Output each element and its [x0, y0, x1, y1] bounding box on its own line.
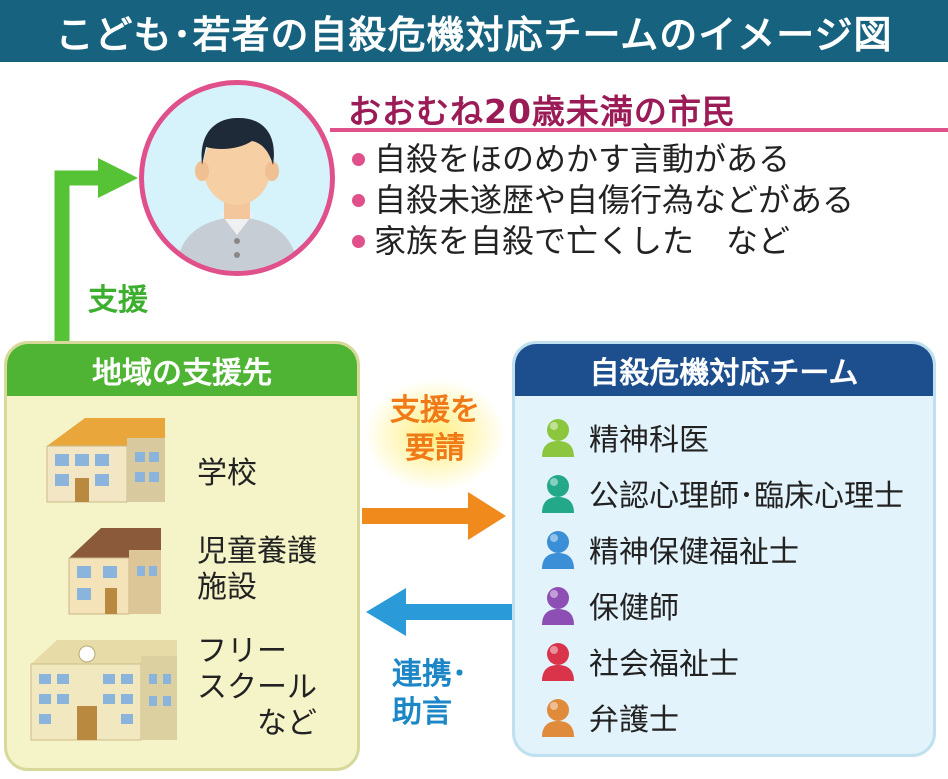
crisis-team-box: 自殺危機対応チーム 精神科医公認心理師･臨床心理士精神保健福祉士保健師社会福祉士…: [512, 341, 936, 757]
team-member-label: 保健師: [589, 591, 679, 626]
bullet-icon: [352, 153, 365, 166]
support-label: 支援: [88, 283, 148, 318]
request-support-label: 支援を 要請: [390, 393, 480, 466]
place-label-care-facility: 児童養護 施設: [197, 534, 317, 605]
team-member-label: 精神科医: [589, 423, 709, 458]
team-member: 社会福祉士: [539, 638, 739, 684]
team-member-label: 公認心理師･臨床心理士: [589, 479, 904, 514]
target-underline: [330, 128, 948, 132]
free-school-icon: [30, 640, 177, 741]
team-member: 精神保健福祉士: [539, 526, 799, 572]
person-icon: [542, 531, 574, 569]
school-building-icon: [46, 418, 165, 503]
person-icon: [542, 643, 574, 681]
target-criteria-list: 自殺をほのめかす言動がある 自殺未遂歴や自傷行為などがある 家族を自殺で亡くした…: [352, 139, 948, 262]
diagram-title: こども･若者の自殺危機対応チームのイメージ図: [0, 0, 948, 62]
coordination-label: 連携･ 助言: [392, 657, 467, 730]
bullet-icon: [352, 194, 365, 207]
team-member: 保健師: [539, 582, 679, 628]
target-heading: おおむね20歳未満の市民: [348, 92, 736, 131]
list-item: 家族を自殺で亡くした など: [352, 221, 948, 262]
place-label-school: 学校: [197, 456, 257, 491]
list-item: 自殺未遂歴や自傷行為などがある: [352, 180, 948, 221]
team-member: 公認心理師･臨床心理士: [539, 470, 904, 516]
care-facility-icon: [68, 528, 161, 615]
local-support-box: 地域の支援先 学校 児童養護 施設: [4, 341, 360, 771]
coordination-arrow-left: [366, 588, 512, 636]
person-icon: [542, 587, 574, 625]
team-member: 弁護士: [539, 694, 679, 740]
team-member-label: 社会福祉士: [589, 647, 739, 682]
person-icon: [542, 419, 574, 457]
place-label-free-school: フリー スクール など: [197, 634, 317, 741]
bullet-icon: [352, 235, 365, 248]
list-item: 自殺をほのめかす言動がある: [352, 139, 948, 180]
team-member: 精神科医: [539, 414, 709, 460]
target-person-avatar: [139, 80, 335, 276]
person-icon: [542, 475, 574, 513]
team-member-label: 精神保健福祉士: [589, 535, 799, 570]
request-arrow-right: [362, 492, 506, 540]
local-support-title: 地域の支援先: [7, 344, 357, 396]
crisis-team-title: 自殺危機対応チーム: [515, 344, 933, 396]
person-icon: [176, 117, 298, 271]
person-icon: [542, 699, 574, 737]
team-member-label: 弁護士: [589, 703, 679, 738]
request-glow: [365, 380, 505, 490]
